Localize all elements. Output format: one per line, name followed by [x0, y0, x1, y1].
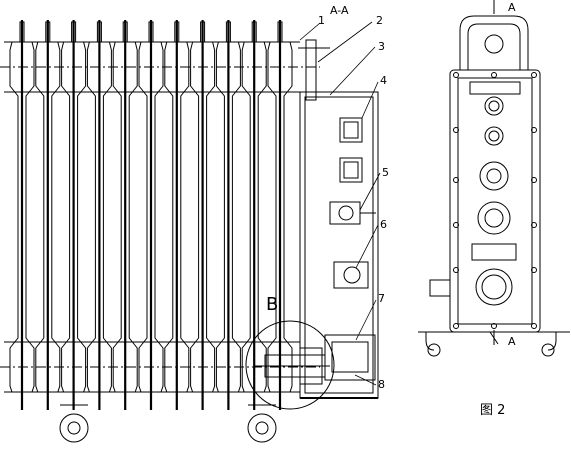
detail-b-circle: [245, 320, 335, 410]
radiator-fin: [267, 41, 293, 393]
front-view: [418, 15, 570, 357]
fin-top-cap: [277, 21, 283, 43]
fin-top-cap: [122, 21, 128, 43]
wheel-hub: [255, 421, 269, 435]
radiator-side-view: [0, 20, 320, 443]
part-number-1: 1: [318, 14, 325, 27]
view-label-bottom: A: [508, 335, 516, 348]
radiator-fin: [215, 41, 241, 393]
part-number-3: 3: [378, 40, 385, 53]
fin-top-cap: [251, 21, 257, 43]
fin-top-cap: [19, 21, 25, 43]
wheel: [247, 413, 277, 443]
fin-top-cap: [71, 21, 77, 43]
part-number-7: 7: [378, 292, 385, 305]
heating-element: [255, 347, 330, 385]
radiator-fin: [241, 41, 267, 393]
control-box-section: [298, 39, 379, 399]
radiator-fin: [164, 41, 190, 393]
radiator-fin: [190, 41, 216, 393]
fin-top-cap: [174, 21, 180, 43]
radiator-fin: [112, 41, 138, 393]
fin-top-cap: [200, 21, 206, 43]
figure-caption: 图 2: [480, 403, 505, 418]
part-number-5: 5: [382, 166, 389, 179]
part-number-4: 4: [380, 74, 387, 87]
radiator-fin: [138, 41, 164, 393]
leader-lines: [299, 21, 381, 386]
fin-top-cap: [225, 21, 231, 43]
view-label-top: A: [508, 1, 516, 14]
detail-label: B: [266, 294, 278, 315]
fin-top-cap: [45, 21, 51, 43]
fin-top-cap: [148, 21, 154, 43]
wheel-hub: [67, 421, 81, 435]
part-number-2: 2: [376, 14, 383, 27]
radiator-fin: [86, 41, 112, 393]
fin-top-cap: [96, 21, 102, 43]
wheel: [59, 413, 89, 443]
part-number-8: 8: [378, 378, 385, 391]
section-label: A-A: [330, 4, 349, 17]
radiator-fin: [35, 41, 61, 393]
radiator-fin: [9, 41, 35, 393]
part-number-6: 6: [380, 218, 387, 231]
radiator-fin: [61, 41, 87, 393]
